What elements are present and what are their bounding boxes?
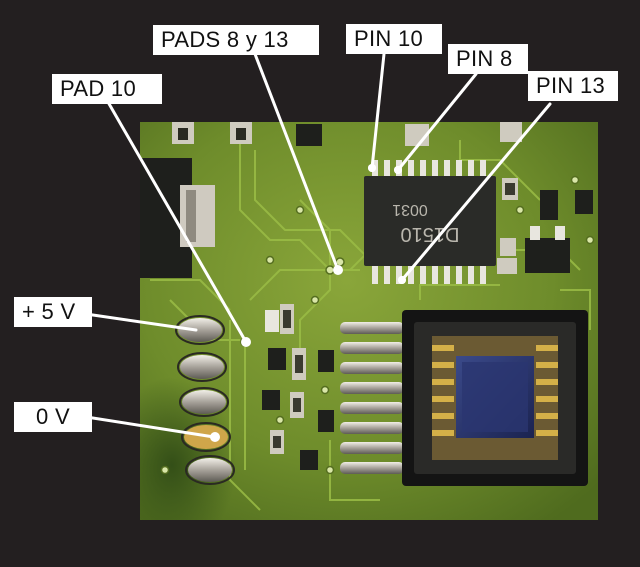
chip-marking-line2: 0031 bbox=[392, 201, 428, 218]
leader-pin-8 bbox=[396, 72, 478, 172]
smd-components bbox=[262, 304, 334, 470]
label-pin-8: PIN 8 bbox=[448, 44, 528, 74]
label-pads-8-13: PADS 8 y 13 bbox=[153, 25, 319, 55]
label-0v: 0 V bbox=[14, 402, 92, 432]
leader-lines bbox=[78, 52, 552, 439]
leader-pin-13 bbox=[400, 102, 552, 282]
main-ic: D1510 0031 bbox=[364, 160, 496, 284]
label-pad-10: PAD 10 bbox=[52, 74, 162, 104]
leader-pads-8-13 bbox=[253, 52, 340, 272]
leader-pad-10 bbox=[106, 100, 248, 344]
leader-plus-5v bbox=[84, 312, 198, 332]
label-plus-5v: + 5 V bbox=[14, 297, 92, 327]
chip-marking-line1: D1510 bbox=[401, 223, 460, 245]
leader-pin-10 bbox=[370, 52, 386, 170]
leader-0v bbox=[78, 414, 216, 439]
right-components bbox=[497, 178, 593, 274]
label-pin-10: PIN 10 bbox=[346, 24, 442, 54]
label-pin-13: PIN 13 bbox=[528, 71, 618, 101]
image-sensor bbox=[402, 310, 588, 486]
solder-strips bbox=[340, 322, 404, 474]
